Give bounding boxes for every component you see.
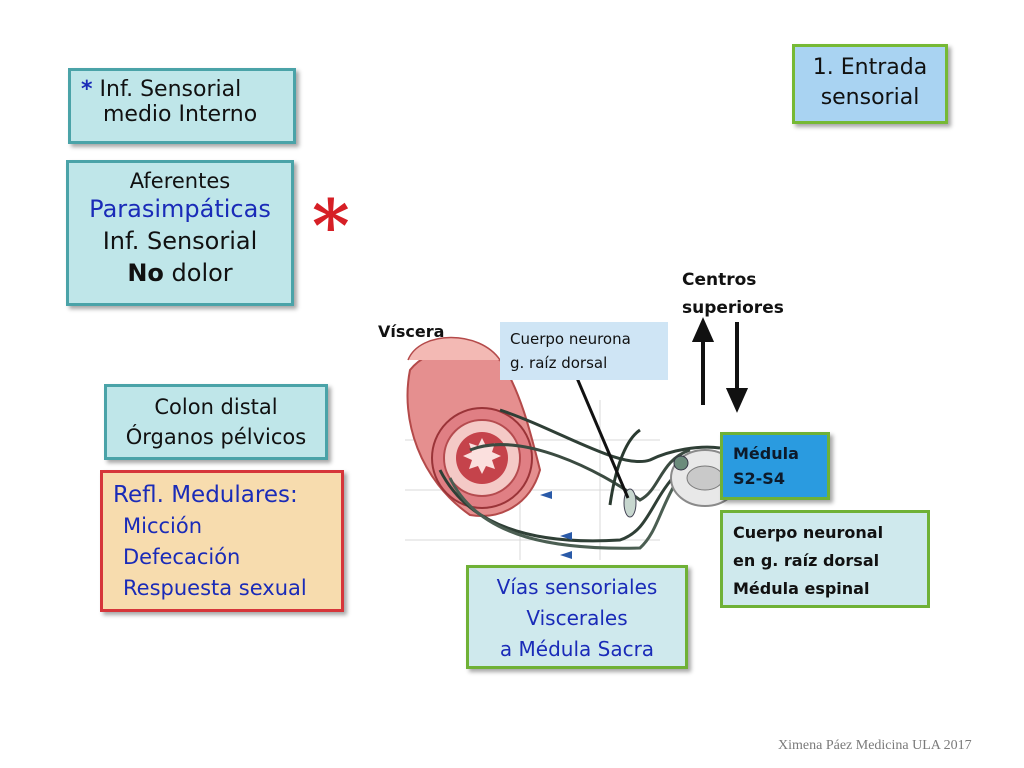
sensory-info-line1: * Inf. Sensorial bbox=[81, 77, 293, 102]
viscera-label: Víscera bbox=[378, 322, 445, 341]
neuronal-line1: Cuerpo neuronal bbox=[733, 523, 884, 542]
pathways-line3: a Médula Sacra bbox=[499, 637, 655, 661]
afferent-no: No bbox=[127, 259, 164, 287]
pathways-line2: Viscerales bbox=[526, 606, 628, 630]
blue-star: * bbox=[81, 77, 93, 102]
medula-line2: S2-S4 bbox=[733, 469, 785, 488]
afferent-line2: Parasimpáticas bbox=[89, 195, 271, 223]
big-red-star: * bbox=[312, 183, 350, 268]
upper-centers-line1: Centros bbox=[682, 270, 757, 290]
reflex-item: Respuesta sexual bbox=[123, 576, 307, 600]
neuronal-line2: en g. raíz dorsal bbox=[733, 551, 880, 570]
upward-arrow bbox=[691, 317, 715, 405]
neuron-body-line2: g. raíz dorsal bbox=[510, 354, 608, 372]
afferent-line4: No dolor bbox=[69, 257, 291, 289]
sensory-info-line2: medio Interno bbox=[103, 102, 258, 127]
colon-line2: Órganos pélvicos bbox=[125, 425, 307, 449]
neuronal-body-box: Cuerpo neuronal en g. raíz dorsal Médula… bbox=[720, 510, 930, 608]
entry-line2: sensorial bbox=[820, 85, 920, 110]
afferent-dolor: dolor bbox=[163, 259, 233, 287]
reflex-title: Refl. Medulares: bbox=[113, 482, 298, 508]
pathways-box: Vías sensoriales Viscerales a Médula Sac… bbox=[466, 565, 688, 669]
afferent-line3: Inf. Sensorial bbox=[102, 227, 258, 255]
footer-credit: Ximena Páez Medicina ULA 2017 bbox=[778, 738, 972, 753]
colon-box: Colon distal Órganos pélvicos bbox=[104, 384, 328, 460]
medula-line1: Médula bbox=[733, 444, 799, 463]
upper-centers-label: Centros superiores bbox=[682, 266, 784, 322]
reflex-box: Refl. Medulares: Micción Defecación Resp… bbox=[100, 470, 344, 612]
reflex-item: Micción bbox=[123, 514, 203, 538]
downward-arrow bbox=[725, 322, 749, 413]
afferent-line1: Aferentes bbox=[129, 169, 231, 193]
upper-centers-line2: superiores bbox=[682, 298, 784, 318]
colon-line1: Colon distal bbox=[154, 395, 278, 419]
sensory-info-box: * Inf. Sensorial medio Interno bbox=[68, 68, 296, 144]
entry-box: 1. Entrada sensorial bbox=[792, 44, 948, 124]
medula-box: Médula S2-S4 bbox=[720, 432, 830, 500]
neuron-body-label: Cuerpo neurona g. raíz dorsal bbox=[500, 322, 668, 380]
pathways-line1: Vías sensoriales bbox=[496, 575, 658, 599]
neuronal-line3: Médula espinal bbox=[733, 579, 870, 598]
neuron-body-line1: Cuerpo neurona bbox=[510, 330, 631, 348]
neuron-body-pointer bbox=[575, 377, 630, 499]
afferent-box: Aferentes Parasimpáticas Inf. Sensorial … bbox=[66, 160, 294, 306]
sensory-info-text1: Inf. Sensorial bbox=[99, 77, 242, 102]
entry-line1: 1. Entrada bbox=[812, 55, 928, 80]
reflex-item: Defecación bbox=[123, 545, 241, 569]
